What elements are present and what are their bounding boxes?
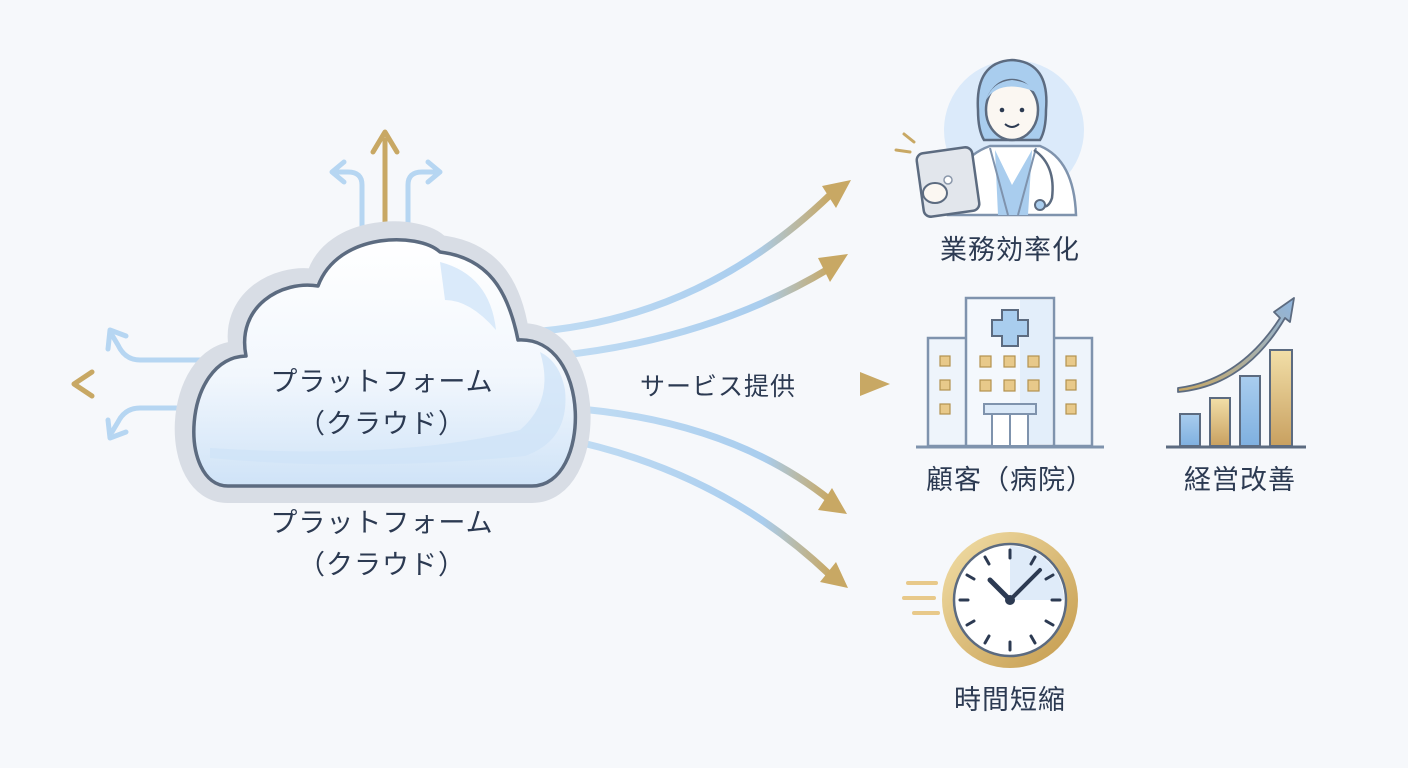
growth-chart-icon bbox=[1166, 297, 1306, 449]
arrowhead-time-lower bbox=[820, 562, 848, 588]
growth-bar-2 bbox=[1209, 397, 1231, 447]
arrowhead-customer bbox=[860, 372, 890, 396]
flow-arrows bbox=[526, 191, 869, 579]
upward-arrows bbox=[329, 129, 443, 238]
clock-center bbox=[1005, 595, 1015, 605]
cloud-icon bbox=[174, 221, 591, 503]
arrowhead-up-center bbox=[370, 129, 400, 155]
arrowhead-up-right bbox=[425, 159, 443, 185]
service-provision-label: サービス提供 bbox=[640, 372, 797, 401]
arrowhead-left-lower bbox=[105, 417, 129, 441]
sparkle-icon bbox=[894, 132, 916, 154]
growth-bar-1 bbox=[1179, 413, 1201, 447]
arrowhead-efficiency-upper bbox=[822, 180, 851, 208]
doctor-bangs bbox=[986, 80, 1036, 100]
arrowhead-time-upper bbox=[818, 488, 847, 514]
arrowhead-up-left bbox=[329, 159, 347, 185]
arrowhead-efficiency-lower bbox=[818, 254, 848, 282]
arrow-to-time-lower bbox=[556, 434, 834, 579]
cloud-label: プラットフォーム （クラウド） bbox=[226, 362, 538, 446]
cloud-caption-line1: プラットフォーム bbox=[270, 508, 494, 539]
hospital-windows bbox=[939, 355, 1077, 415]
growth-arrow-body bbox=[1177, 297, 1295, 393]
clock-icon bbox=[902, 532, 1078, 668]
arrow-to-efficiency-lower bbox=[551, 264, 834, 360]
doctor-eye-left bbox=[999, 107, 1005, 113]
cloud-caption: プラットフォーム （クラウド） bbox=[226, 503, 538, 587]
speed-lines bbox=[902, 581, 940, 615]
clock-minute-hand bbox=[1008, 568, 1042, 602]
doctor-lapel bbox=[989, 147, 1037, 216]
efficiency-label: 業務効率化 bbox=[940, 235, 1080, 266]
growth-bar-4 bbox=[1269, 349, 1293, 447]
doctor-with-tablet-icon bbox=[894, 58, 1084, 218]
arrowhead-left-upper bbox=[105, 327, 129, 352]
cloud-label-line2: （クラウド） bbox=[298, 409, 466, 440]
arrow-to-time-upper bbox=[564, 404, 834, 504]
left-arrows bbox=[71, 327, 208, 441]
medical-cross-icon bbox=[991, 309, 1029, 347]
doctor-smile bbox=[1004, 123, 1020, 128]
growth-bar-3 bbox=[1239, 375, 1261, 447]
cloud-label-line1: プラットフォーム bbox=[270, 367, 494, 398]
cloud-side-shade bbox=[440, 262, 496, 330]
arrow-up-left bbox=[332, 169, 365, 238]
clock-ticks bbox=[958, 548, 1062, 652]
arrow-left-lower bbox=[109, 405, 208, 435]
flow-arrowheads bbox=[818, 180, 890, 588]
hospital-building-icon bbox=[916, 296, 1104, 449]
tablet-button bbox=[943, 175, 953, 185]
cloud-caption-line2: （クラウド） bbox=[298, 550, 466, 581]
cloud-inner-shade bbox=[210, 352, 566, 465]
doctor-eye-right bbox=[1019, 107, 1025, 113]
arrow-to-efficiency-upper bbox=[526, 191, 834, 336]
customer-hospital-label: 顧客（病院） bbox=[926, 465, 1094, 496]
time-reduction-label: 時間短縮 bbox=[954, 685, 1066, 716]
doctor-hand bbox=[922, 182, 948, 204]
management-improvement-label: 経営改善 bbox=[1184, 465, 1296, 496]
hospital-right-wing bbox=[1050, 336, 1094, 448]
stethoscope-head bbox=[1034, 199, 1046, 211]
arrow-left-upper bbox=[109, 332, 208, 363]
arrow-up-right bbox=[405, 169, 441, 238]
arrowhead-left-center bbox=[71, 369, 95, 399]
hospital-canopy bbox=[983, 403, 1037, 415]
